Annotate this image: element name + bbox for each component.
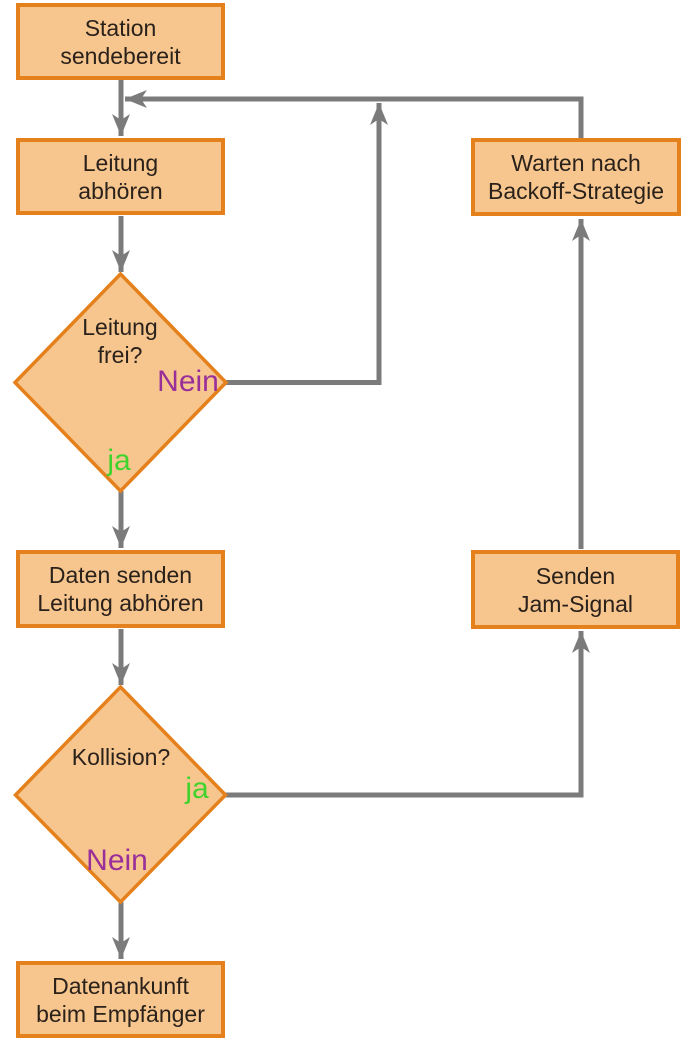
node-data-arrival-label: Datenankunft beim Empfänger <box>36 972 205 1027</box>
node-listen-line: Leitung abhören <box>16 138 225 215</box>
branch-label-linefree-no: Nein <box>157 365 219 398</box>
decision-collision-label: Kollision? <box>71 744 171 770</box>
decision-line-free-label: Leitung frei? <box>82 314 158 368</box>
node-backoff-wait-label: Warten nach Backoff-Strategie <box>487 150 664 204</box>
decision-collision <box>13 684 228 905</box>
node-backoff-wait: Warten nach Backoff-Strategie <box>471 138 681 216</box>
branch-label-collision-yes: ja <box>185 772 209 805</box>
edge-linefree-no-to-feedback <box>225 103 388 385</box>
node-data-arrival: Datenankunft beim Empfänger <box>16 961 225 1038</box>
node-send-data-label: Daten senden Leitung abhören <box>37 562 204 616</box>
node-listen-line-label: Leitung abhören <box>78 149 163 204</box>
branch-label-collision-no: Nein <box>86 844 148 877</box>
edge-backoff-to-merge <box>125 90 584 139</box>
decision-line-free <box>12 271 229 494</box>
edge-collision-yes-to-jam <box>225 631 590 798</box>
node-station-ready-label: Station sendebereit <box>60 14 181 69</box>
node-jam-signal: Senden Jam-Signal <box>471 550 680 629</box>
node-send-data: Daten senden Leitung abhören <box>16 550 225 628</box>
node-jam-signal-label: Senden Jam-Signal <box>517 562 634 617</box>
node-station-ready: Station sendebereit <box>16 3 225 80</box>
branch-label-linefree-yes: ja <box>107 444 131 477</box>
